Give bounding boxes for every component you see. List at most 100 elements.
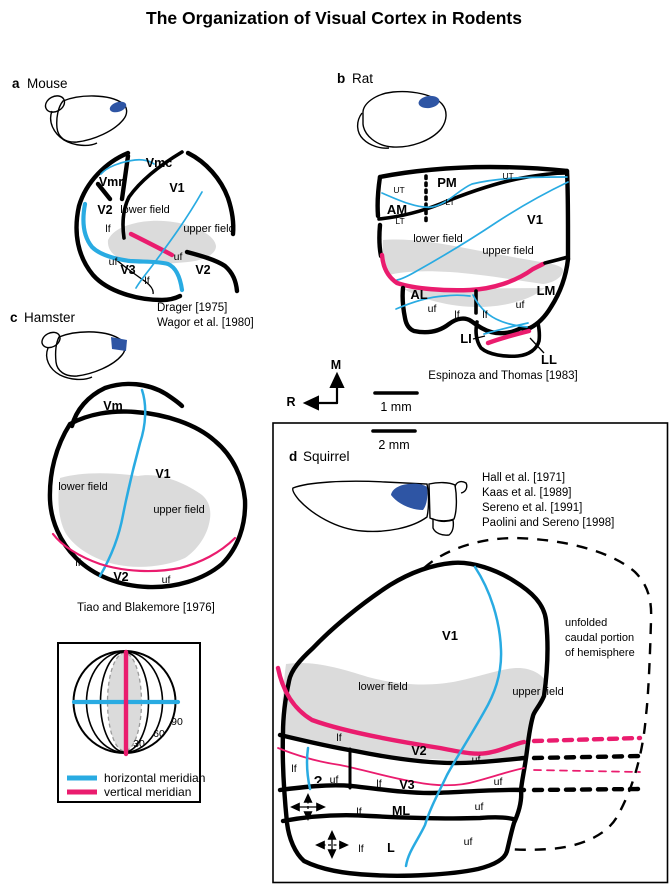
hamster-v1-outer-boundary xyxy=(47,409,248,590)
unfolded-hemisphere-dashed-outline xyxy=(423,536,653,851)
squirrel-brainstem-block xyxy=(432,517,455,536)
panel-b-species: Rat xyxy=(352,71,373,86)
lower-field-label: lower field xyxy=(58,481,108,493)
area-label-unknown: ? xyxy=(314,774,323,790)
mouse-visual-cortex-patch xyxy=(109,101,127,113)
squirrel-horizontal-meridian xyxy=(404,565,503,868)
panel-c-tag: c xyxy=(10,310,18,325)
mouse-vm-horizontal-meridian-thin xyxy=(100,158,155,175)
lf-label: lf xyxy=(454,309,459,321)
area-label-vmr: Vmr xyxy=(99,175,123,189)
mouse-outer-boundary-left xyxy=(74,150,183,303)
lf-label: lf xyxy=(291,763,296,775)
mouse-v1-medial-boundary xyxy=(121,150,184,240)
rat-outer-boundary-left-lower xyxy=(377,222,384,259)
mouse-vmc-vmr-divider xyxy=(119,153,131,202)
rostral-label: R xyxy=(286,395,295,409)
upper-field-label: upper field xyxy=(482,245,533,257)
lt-label: LT xyxy=(395,216,404,226)
mouse-vmr-boundary xyxy=(95,181,113,202)
panel-b-citation: Espinoza and Thomas [1983] xyxy=(428,370,577,382)
hamster-upper-field-shade xyxy=(58,473,211,567)
l-progression-arrows xyxy=(315,830,349,859)
mouse-brain-body xyxy=(56,95,128,143)
panel-d-citation: Sereno et al. [1991] xyxy=(482,502,582,514)
uf-label: uf xyxy=(516,299,525,311)
upper-field-label: upper field xyxy=(183,223,234,235)
panel-c-citation: Tiao and Blakemore [1976] xyxy=(77,602,215,614)
mouse-horizontal-meridian-diagonal xyxy=(135,191,203,289)
squirrel-visual-cortex-patch xyxy=(391,483,428,510)
area-label-vm: Vm xyxy=(103,399,122,413)
rat-vertical-meridian-ll xyxy=(485,328,532,346)
squirrel-v2-v3-dashed-extension xyxy=(531,753,645,761)
area-label-pm: PM xyxy=(437,175,457,190)
squirrel-vertical-meridian-dashed-extension xyxy=(531,735,643,744)
unfolded-note-line: of hemisphere xyxy=(565,647,635,659)
lower-field-label: lower field xyxy=(120,204,170,216)
hamster-vertical-meridian xyxy=(51,532,237,573)
panel-b-tag: b xyxy=(337,71,345,86)
panel-d-citation: Paolini and Sereno [1998] xyxy=(482,517,614,529)
hamster-horizontal-meridian xyxy=(98,388,147,578)
uf-label: uf xyxy=(330,774,339,786)
mouse-horizontal-meridian xyxy=(81,201,185,293)
medial-label: M xyxy=(331,358,341,372)
squirrel-brain-curl xyxy=(454,480,468,494)
uf-label: uf xyxy=(174,251,183,263)
panel-c-species: Hamster xyxy=(24,310,76,325)
squirrel-brain-silhouette xyxy=(292,480,468,536)
ut-label: UT xyxy=(502,171,513,181)
hamster-brain-body xyxy=(54,331,126,377)
ml-progression-arrows xyxy=(290,793,326,821)
globe-tick-60: 60 xyxy=(153,728,165,740)
area-label-am: AM xyxy=(387,202,407,217)
squirrel-brain-block xyxy=(428,481,458,522)
legend-frame xyxy=(57,642,201,803)
panel-a-species: Mouse xyxy=(27,76,68,91)
area-label-v1: V1 xyxy=(527,212,543,227)
meridian-legend: 30 60 90 horizontal meridian vertical me… xyxy=(57,642,205,803)
ut-label: UT xyxy=(393,185,404,195)
rat-outer-boundary-left-upper xyxy=(375,174,383,219)
hamster-olfactory-bulb xyxy=(41,331,61,349)
mouse-vertical-meridian xyxy=(128,231,175,258)
globe-tick-90: 90 xyxy=(171,716,183,728)
rat-li-ll-outline xyxy=(474,320,542,359)
panel-d-frame xyxy=(272,422,669,884)
scale-bar-1mm-label: 1 mm xyxy=(380,400,411,414)
area-label-v3: V3 xyxy=(120,263,135,277)
squirrel-v3-ml-dashed-extension xyxy=(531,786,641,793)
lf-label: lf xyxy=(376,778,381,790)
area-label-al: AL xyxy=(410,287,427,302)
rat-brain-flap xyxy=(356,112,390,149)
panel-d-squirrel: 2 mm d Squirrel Hall et al. [1971] Kaas … xyxy=(272,422,669,884)
area-label-v1: V1 xyxy=(442,628,458,643)
uf-label: uf xyxy=(109,256,118,268)
lf-label: lf xyxy=(482,309,487,321)
upper-field-label: upper field xyxy=(512,686,563,698)
squirrel-vertical-meridian-v3 xyxy=(277,747,525,787)
squirrel-outer-boundary xyxy=(280,560,550,878)
panel-a-citation: Drager [1975] xyxy=(157,302,227,314)
area-label-ml: ML xyxy=(392,804,410,818)
unfolded-note-line: unfolded xyxy=(565,617,607,629)
upper-field-label: upper field xyxy=(153,504,204,516)
rat-vertical-meridian xyxy=(379,252,546,293)
unfolded-note-line: caudal portion xyxy=(565,632,634,644)
area-label-v1: V1 xyxy=(155,467,170,481)
rat-horizontal-meridian-ampm xyxy=(381,176,568,209)
rat-cortex-map: UT AM LT PM LT UT V1 lower field upper f… xyxy=(375,164,571,367)
panel-d-citation: Kaas et al. [1989] xyxy=(482,487,572,499)
area-label-li: LI xyxy=(460,331,472,346)
panel-c-hamster: c Hamster Vm V1 lower field upper field … xyxy=(10,310,248,614)
scale-bar-1mm: 1 mm xyxy=(373,391,419,414)
panel-a-citation: Wagor et al. [1980] xyxy=(157,317,254,329)
hamster-cortex-map: Vm V1 lower field upper field lf V2 uf xyxy=(47,381,248,590)
uf-label: uf xyxy=(162,574,171,586)
hamster-visual-cortex-patch xyxy=(111,337,127,351)
panel-d-citation: Hall et al. [1971] xyxy=(482,472,565,484)
panel-d-tag: d xyxy=(289,449,297,464)
uf-label: uf xyxy=(428,303,437,315)
